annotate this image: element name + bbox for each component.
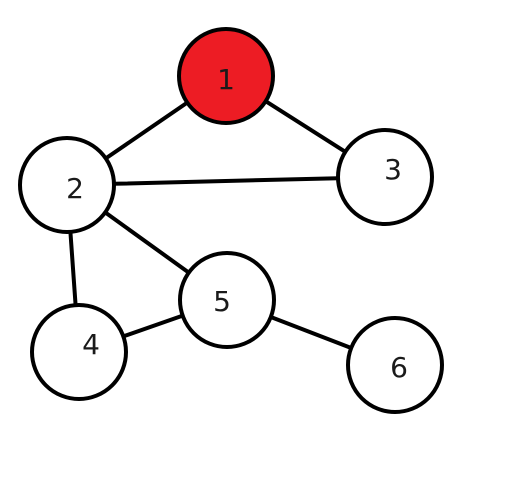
node-4-label: 4 [82,328,100,361]
edge-1-2 [103,100,190,161]
node-6: 6 [346,316,444,414]
node-6-circle [346,316,444,414]
node-1-circle [177,27,275,125]
node-5-circle [178,251,276,349]
node-3-label: 3 [384,153,402,186]
node-5: 5 [178,251,276,349]
node-6-label: 6 [390,351,408,384]
edge-1-3 [263,99,348,154]
edge-4-5 [121,313,185,339]
node-5-label: 5 [213,285,231,318]
node-2-label: 2 [66,172,84,205]
node-2-circle [18,136,116,234]
edge-5-6 [268,315,354,350]
edges-layer [68,99,354,350]
edge-2-4 [68,229,78,308]
node-2: 2 [18,136,116,234]
nodes-layer: 1 2 3 4 5 6 [18,27,444,414]
node-1-label: 1 [217,63,235,96]
node-3: 3 [336,128,434,226]
node-4-circle [30,303,128,401]
node-1: 1 [177,27,275,125]
node-3-circle [336,128,434,226]
edge-2-3 [112,176,340,186]
node-4: 4 [30,303,128,401]
edge-2-5 [103,210,191,275]
